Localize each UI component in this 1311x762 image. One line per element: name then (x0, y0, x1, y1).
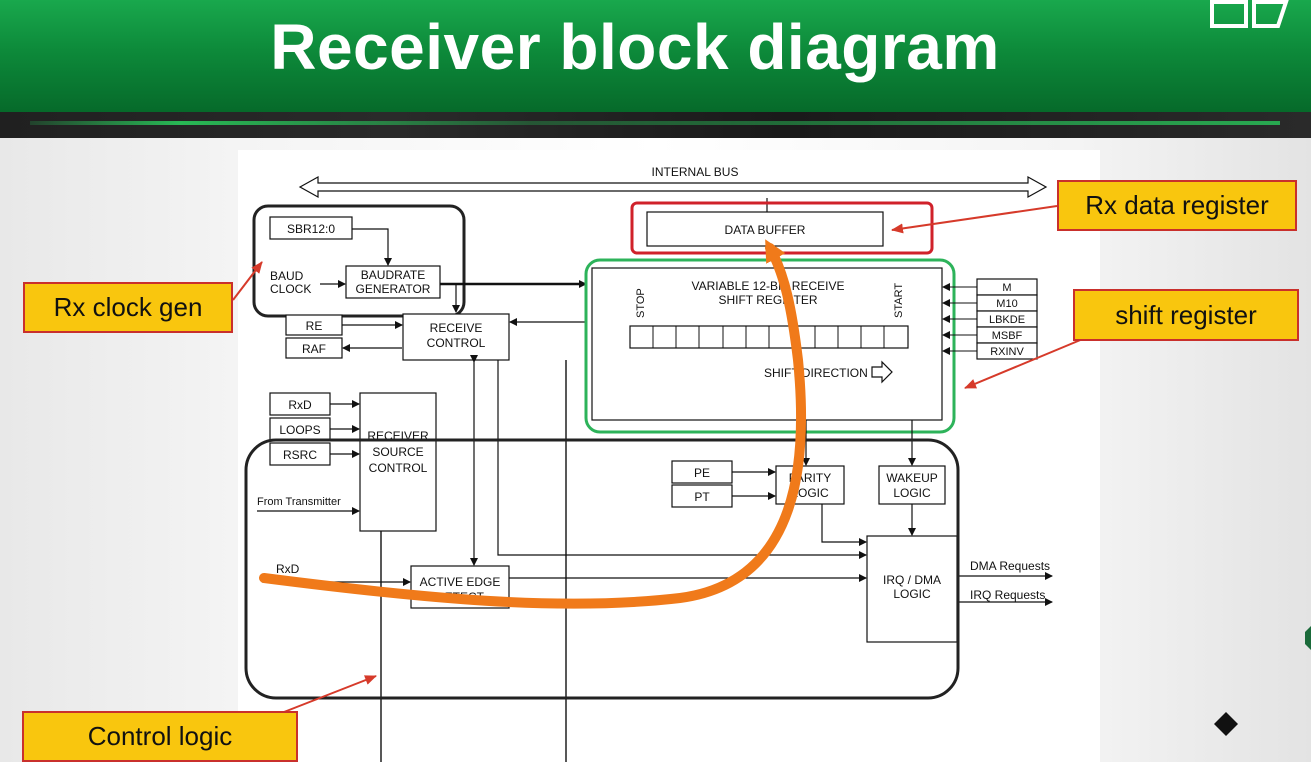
irq-requests-label: IRQ Requests (970, 588, 1045, 602)
decorative-diamond (1214, 712, 1238, 736)
re-label: RE (306, 319, 323, 333)
data-buffer-label: DATA BUFFER (725, 223, 806, 237)
wakeup-logic-label-1: WAKEUP (886, 471, 938, 485)
internal-bus-label: INTERNAL BUS (652, 165, 739, 179)
rx-clock-gen-pointer (232, 261, 263, 301)
shift-register-cells (629, 325, 909, 349)
rsrc-label: RSRC (283, 448, 317, 462)
data-path-arrow (259, 239, 807, 609)
baudrate-generator-label-2: GENERATOR (356, 282, 431, 296)
receiver-source-label-3: CONTROL (369, 461, 428, 475)
clock-gen-highlight (252, 204, 466, 318)
receive-control-box (402, 313, 510, 361)
rxinv-bit-label: RXINV (990, 346, 1024, 358)
baudrate-generator-label-1: BAUDRATE (361, 268, 425, 282)
irq-dma-label-2: LOGIC (893, 587, 931, 601)
baud-clock-label-2: CLOCK (270, 282, 311, 296)
callout-shift-register: shift register (1073, 289, 1299, 341)
msbf-bit-label: MSBF (992, 330, 1023, 342)
receiver-source-control-box (359, 392, 437, 532)
book-icon (1210, 0, 1289, 28)
m10-bit-label: M10 (996, 298, 1017, 310)
sbr-label: SBR12:0 (287, 222, 335, 236)
internal-bus (298, 175, 1048, 199)
shift-register-pointer (964, 335, 1091, 389)
wakeup-logic-label-2: LOGIC (893, 486, 931, 500)
control-logic-highlight (244, 438, 960, 700)
rxd-line-label: RxD (276, 562, 300, 576)
control-logic-pointer (283, 675, 377, 713)
sbr-box (269, 216, 353, 240)
decorative-diamond (1305, 626, 1311, 650)
shift-direction-label: SHIFT DIRECTION (764, 366, 868, 380)
decorative-line (30, 121, 1280, 125)
receive-control-label-2: CONTROL (427, 336, 486, 350)
active-edge-label-1: ACTIVE EDGE (420, 575, 501, 589)
dma-requests-label: DMA Requests (970, 559, 1050, 573)
callout-control-logic: Control logic (22, 711, 298, 762)
callout-rx-clock-gen: Rx clock gen (23, 282, 233, 333)
control-bits (942, 278, 1038, 360)
m-bit-label: M (1002, 282, 1011, 294)
parity-logic-label-2: LOGIC (791, 486, 829, 500)
slide-title: Receiver block diagram (270, 11, 1000, 83)
rx-data-register-pointer (891, 205, 1058, 234)
receiver-source-label-2: SOURCE (372, 445, 423, 459)
raf-label: RAF (302, 342, 326, 356)
slide-header: Receiver block diagram (0, 0, 1311, 116)
irq-dma-logic-box (866, 535, 958, 643)
shift-direction-arrow-icon (871, 360, 893, 384)
start-label: START (893, 283, 905, 318)
lbkde-bit-label: LBKDE (989, 314, 1025, 326)
baud-clock-label-1: BAUD (270, 269, 304, 283)
baudrate-generator-box (345, 265, 441, 299)
shift-register-label-2: SHIFT REGISTER (718, 293, 817, 307)
receive-control-label-1: RECEIVE (430, 321, 483, 335)
loops-label: LOOPS (279, 423, 320, 437)
rxd-box-label: RxD (288, 398, 312, 412)
shift-register-label-1: VARIABLE 12-BIT RECEIVE (692, 279, 845, 293)
decorative-strip (0, 112, 1311, 138)
data-buffer-box (646, 211, 884, 247)
irq-dma-label-1: IRQ / DMA (883, 573, 941, 587)
pe-label: PE (694, 466, 710, 480)
from-transmitter-label: From Transmitter (257, 496, 341, 508)
pt-label: PT (694, 490, 710, 504)
callout-rx-data-register: Rx data register (1057, 180, 1297, 231)
stop-label: STOP (635, 288, 647, 318)
